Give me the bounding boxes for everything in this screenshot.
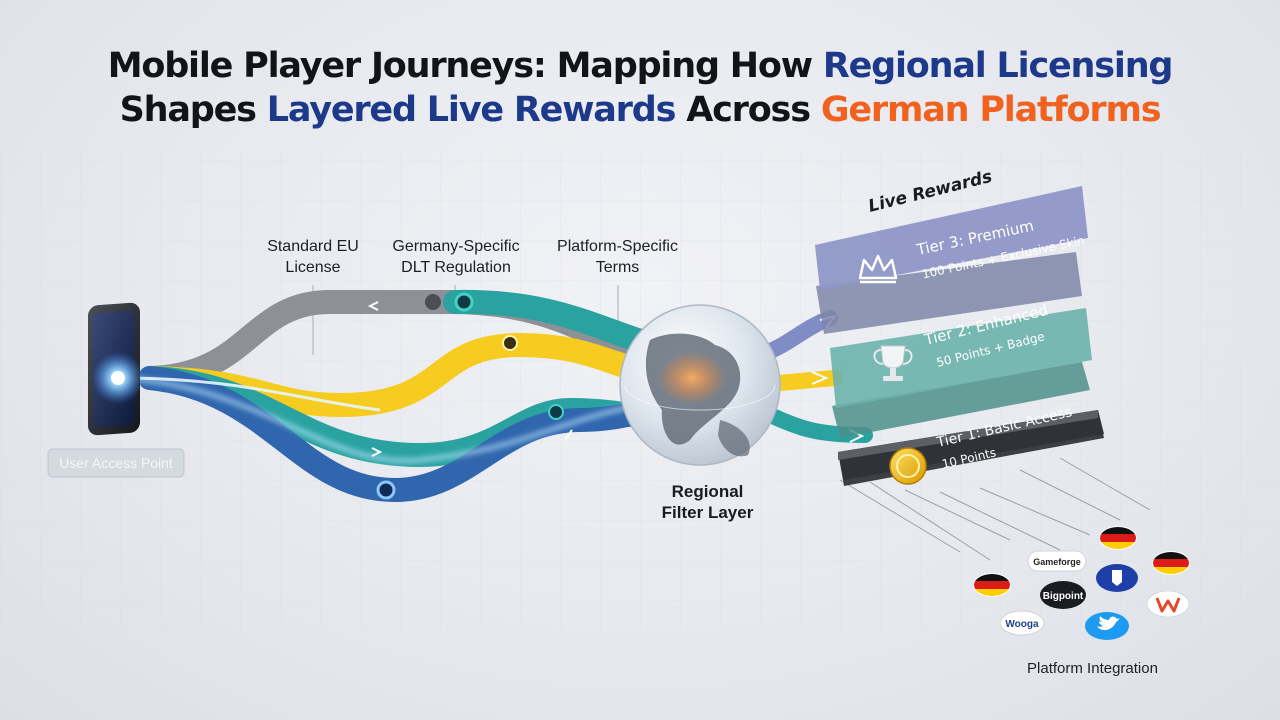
wooga-logo: Wooga	[1005, 619, 1039, 630]
coin-icon	[889, 447, 927, 485]
german-flag-icon	[1099, 526, 1137, 550]
smartphone-icon	[88, 302, 144, 436]
platform-logos: Gameforge Bigpoint Wooga	[973, 526, 1190, 640]
label-line: Germany-Specific	[392, 238, 520, 255]
globe-icon	[619, 304, 781, 466]
user-access-badge	[47, 448, 185, 478]
crown-icon	[858, 254, 898, 284]
user-access-label: User Access Point	[59, 455, 173, 471]
dlt-regulation-label: Germany-Specific DLT Regulation	[382, 236, 530, 278]
shield-logo-icon	[1096, 564, 1138, 592]
standard-eu-license-label: Standard EU License	[248, 236, 378, 278]
label-line: License	[285, 259, 341, 276]
blue-access-path	[138, 366, 692, 503]
platform-integration-label: Platform Integration	[1027, 660, 1158, 677]
light-streak	[119, 376, 381, 412]
path-node	[425, 294, 441, 310]
tier-2-card	[830, 308, 1092, 408]
trophy-icon	[873, 345, 913, 381]
path-node	[548, 404, 564, 420]
page-title-line-1: Mobile Player Journeys: Mapping How Regi…	[0, 46, 1280, 86]
label-line: Regional	[671, 482, 744, 501]
bigpoint-logo: Bigpoint	[1043, 591, 1084, 602]
path-node	[502, 335, 518, 351]
path-node	[454, 292, 474, 312]
title-segment: Across	[675, 90, 821, 130]
dlt-regulation-path	[138, 332, 702, 418]
arrow-icon	[811, 371, 829, 385]
tier-3-card	[815, 186, 1088, 290]
label-line: Terms	[595, 259, 640, 276]
title-highlight-blue: Regional Licensing	[822, 46, 1174, 86]
regional-filter-layer-label: Regional Filter Layer	[630, 481, 785, 523]
tier-3-lower-slab	[816, 252, 1082, 334]
title-segment: Mobile Player Journeys: Mapping How	[107, 46, 823, 86]
tier-2-lower-slab	[832, 362, 1090, 438]
light-streak	[119, 376, 641, 463]
title-highlight-orange: German Platforms	[820, 90, 1162, 130]
title-segment: Shapes	[119, 90, 267, 130]
page-title-line-2: Shapes Layered Live Rewards Across Germa…	[0, 90, 1280, 130]
w-logo-icon	[1146, 590, 1190, 618]
label-line: DLT Regulation	[401, 259, 511, 276]
path-node	[376, 480, 396, 500]
german-flag-icon	[973, 573, 1011, 597]
gameforge-logo: Gameforge	[1033, 557, 1081, 567]
bird-logo-icon	[1085, 612, 1129, 640]
german-flag-icon	[1152, 551, 1190, 575]
arrow-icon	[564, 429, 573, 441]
arrow-icon	[367, 301, 379, 311]
label-line: Filter Layer	[661, 503, 754, 522]
label-line: Platform-Specific	[557, 238, 678, 255]
label-line: Standard EU	[267, 238, 359, 255]
platform-terms-label: Platform-Specific Terms	[545, 236, 690, 278]
arrow-icon	[371, 447, 383, 457]
title-highlight-blue: Layered Live Rewards	[266, 90, 677, 130]
